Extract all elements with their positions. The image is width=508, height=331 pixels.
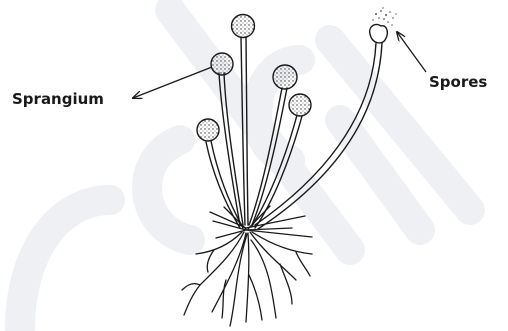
sporangium-labeled [211,53,233,75]
sporangium-far-right [289,94,311,116]
sporangium-arrow [133,67,212,98]
spore-cloud [372,7,396,25]
watermark [20,10,470,330]
sporangium-right [273,65,297,89]
sporangium-label: Sprangium [12,92,104,107]
sporangium-left [197,119,219,141]
spores-label: Spores [429,75,487,90]
sporangium-top [232,15,255,38]
burst-sporangium [370,24,388,43]
spores-arrow [397,32,426,72]
